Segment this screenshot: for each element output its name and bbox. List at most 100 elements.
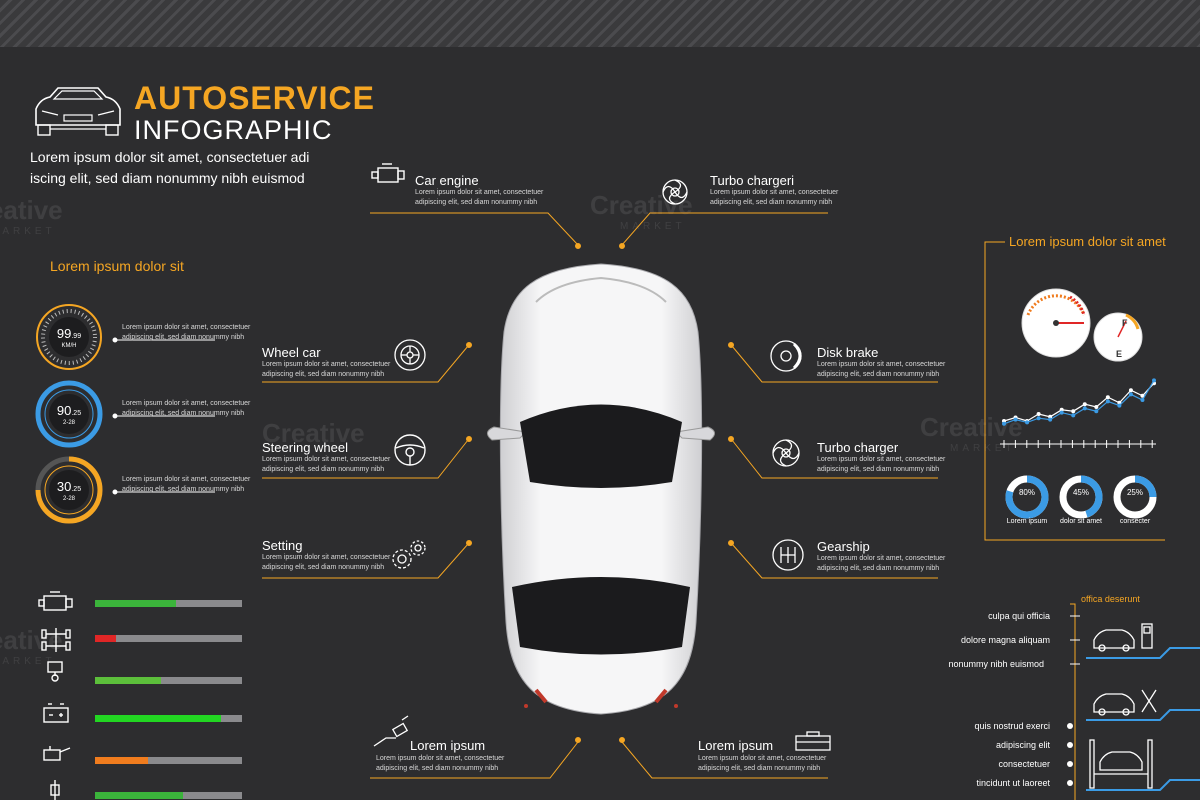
battery-icon — [43, 703, 69, 723]
chart-point — [1094, 409, 1099, 414]
status-bar — [95, 677, 242, 684]
donut-label: consecter — [1119, 518, 1151, 525]
exhaust-pipe-icon — [373, 715, 409, 747]
engine-icon — [371, 163, 405, 183]
service-heading: offica deserunt — [1078, 594, 1143, 604]
steering-wheel-icon — [394, 434, 426, 466]
gauge-unit: 2-28 — [62, 496, 75, 502]
chart-point — [1128, 392, 1133, 397]
callout-bottom-right-title: Lorem ipsum — [698, 738, 774, 753]
chart-point — [1082, 406, 1087, 411]
status-bar — [95, 757, 242, 764]
chart-point — [1071, 413, 1076, 418]
car-wrench-icon — [1093, 689, 1157, 716]
gauge-value: 30 — [56, 479, 72, 494]
donut-arc — [1059, 475, 1103, 519]
chart-series-line — [1003, 380, 1155, 425]
chart-point — [1036, 416, 1041, 421]
title-autoservice: AUTOSERVICE — [134, 80, 375, 116]
donut-value: 25% — [1126, 488, 1143, 497]
turbo-icon — [662, 179, 688, 205]
gauge-sub: .99 — [71, 333, 82, 340]
donut-charts — [1003, 475, 1173, 530]
gauge-value: 99 — [56, 326, 72, 341]
status-bar-fill — [95, 792, 184, 799]
callout-disk-brake-title: Disk brake — [817, 345, 879, 360]
donut-svg — [1005, 475, 1157, 519]
chart-point — [1105, 399, 1110, 404]
callout-setting-desc: Lorem ipsum dolor sit amet, consectetuer… — [262, 554, 391, 571]
callout-gearship-title: Gearship — [817, 539, 870, 554]
gauge-unit: KM/H — [61, 343, 77, 349]
fuel-gauge-cluster — [1021, 288, 1143, 362]
gauge-sub: .25 — [71, 410, 82, 417]
donut-value: 80% — [1018, 488, 1035, 497]
car-lift-icon — [1089, 739, 1153, 789]
chart-point — [1082, 402, 1087, 407]
chart-point — [1128, 388, 1133, 393]
chart-point — [1105, 395, 1110, 400]
status-bar — [95, 715, 242, 722]
callout-turbo-chargeri-desc: Lorem ipsum dolor sit amet, consectetuer… — [710, 189, 839, 206]
trend-line-chart — [1000, 378, 1156, 448]
striped-header-band — [0, 0, 1200, 47]
chart-point — [1013, 417, 1018, 422]
chart-point — [1094, 405, 1099, 409]
callout-turbo-charger-desc: Lorem ipsum dolor sit amet, consectetuer… — [817, 456, 946, 473]
chart-point — [1059, 410, 1064, 415]
service-upper-item: dolore magna aliquam — [960, 635, 1050, 645]
chart-point — [1071, 409, 1076, 414]
chart-series-line — [1003, 382, 1155, 422]
service-diagram — [1067, 615, 1200, 791]
wheel-icon — [394, 339, 426, 371]
callout-car-engine-desc: Lorem ipsum dolor sit amet, consectetuer… — [415, 189, 544, 206]
engine-icon — [38, 591, 73, 611]
service-upper-item: culpa qui officia — [988, 611, 1050, 621]
service-lower-item: quis nostrud exerci — [974, 721, 1050, 731]
oil-can-icon — [43, 746, 71, 761]
chart-point — [1002, 419, 1006, 423]
service-upper-item: nonummy nibh euismod — [948, 659, 1044, 669]
right-panel-heading: Lorem ipsum dolor sit amet — [1005, 234, 1170, 249]
donut-label: dolor sit amet — [1059, 518, 1103, 525]
status-bar-fill — [95, 635, 116, 642]
gauge-description: Lorem ipsum dolor sit amet, consectetuer… — [122, 476, 251, 493]
chart-point — [1048, 417, 1053, 422]
callout-steering-wheel-title: Steering wheel — [262, 440, 348, 455]
watermark: Creative MARKET — [0, 625, 63, 667]
callout-turbo-charger-title: Turbo charger — [817, 440, 899, 455]
gear-shift-icon — [772, 539, 804, 571]
donut-arc — [1005, 475, 1049, 519]
chart-point — [1036, 412, 1041, 416]
chart-point — [1140, 398, 1145, 402]
service-lower-item: consectetuer — [998, 759, 1050, 769]
status-bar-fill — [95, 600, 176, 607]
service-lower-item: adipiscing elit — [995, 740, 1050, 750]
watermark: Creative MARKET — [590, 190, 693, 232]
status-bar — [95, 635, 242, 642]
gauge-sub: .25 — [71, 486, 82, 493]
donut-arc — [1113, 475, 1157, 519]
callout-wheel-car-desc: Lorem ipsum dolor sit amet, consectetuer… — [262, 361, 391, 378]
title-infographic: INFOGRAPHIC — [134, 115, 333, 145]
status-bar — [95, 792, 242, 799]
fuel-empty-label: E — [1116, 349, 1123, 359]
left-panel-heading: Lorem ipsum dolor sit — [50, 258, 184, 274]
disk-brake-icon — [770, 340, 802, 372]
service-lower-item: tincidunt ut laoreet — [976, 778, 1050, 788]
callout-steering-wheel-desc: Lorem ipsum dolor sit amet, consectetuer… — [262, 456, 391, 473]
status-bar-fill — [95, 757, 148, 764]
speed-gauge: 99.99 KM/H — [35, 303, 103, 376]
status-bar-fill — [95, 677, 162, 684]
callout-turbo-chargeri-title: Turbo chargeri — [710, 173, 795, 188]
status-icons — [38, 591, 73, 800]
gears-icon — [392, 540, 426, 569]
donut-label: Lorem ipsum — [1006, 518, 1048, 525]
watermark: Creative MARKET — [920, 412, 1023, 454]
car-gas-icon — [1093, 623, 1153, 652]
gauge-unit: 2-28 — [62, 420, 75, 426]
callout-bottom-left-title: Lorem ipsum — [410, 738, 486, 753]
chart-point — [1025, 420, 1030, 425]
callout-bottom-right-desc: Lorem ipsum dolor sit amet, consectetuer… — [698, 755, 827, 772]
chart-point — [1117, 403, 1122, 408]
